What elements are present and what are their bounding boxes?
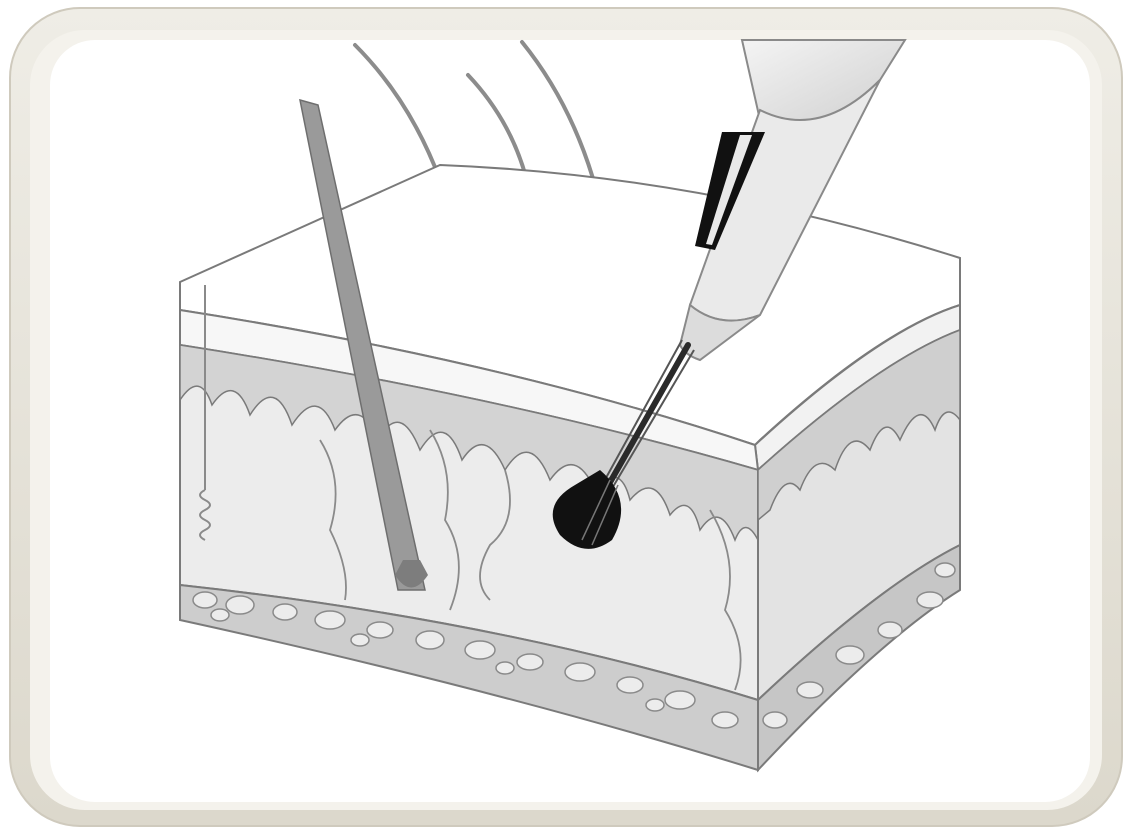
- figure-frame: [0, 0, 1140, 835]
- skin-electrolysis-illustration: [0, 0, 1140, 835]
